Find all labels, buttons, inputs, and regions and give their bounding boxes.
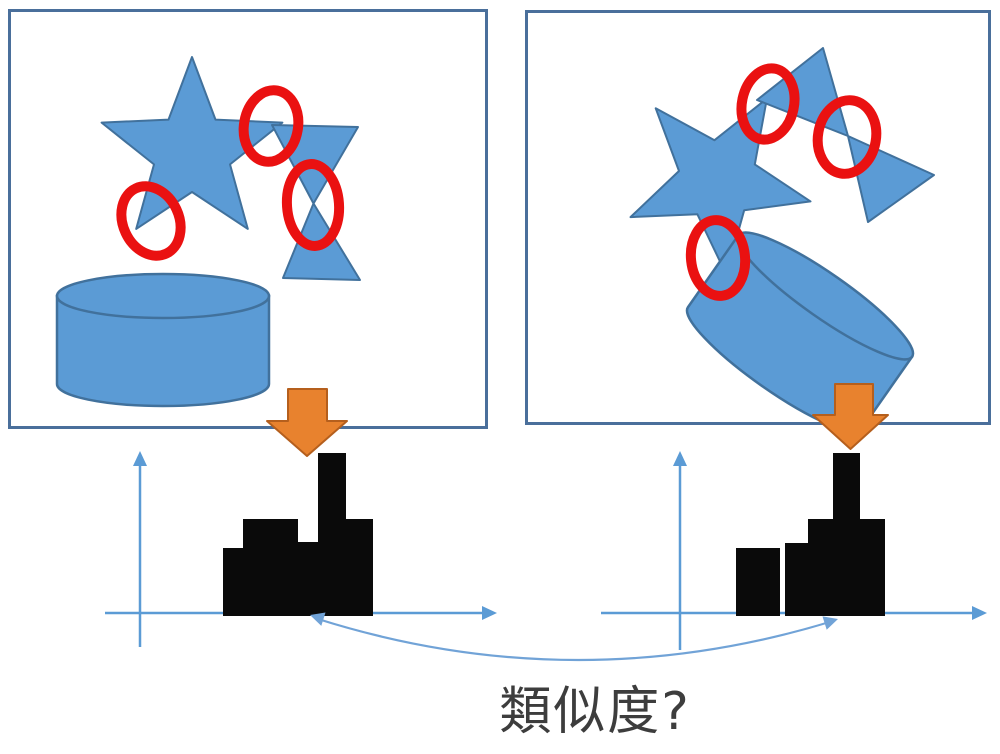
cylinder-icon: [55, 272, 271, 408]
keypoint-circle: [116, 181, 186, 261]
histogram-bar: [298, 542, 318, 616]
arc-arrowhead-right-icon: [822, 616, 838, 630]
star-icon: [629, 97, 812, 276]
histogram-bar: [318, 453, 346, 616]
keypoint-circle: [685, 215, 751, 301]
y-axis-arrowhead-icon: [133, 451, 147, 466]
panel-image-b: [525, 10, 991, 450]
histogram-a-bars: [223, 453, 373, 616]
histogram-bar: [346, 519, 373, 616]
histogram-bar: [808, 519, 833, 616]
histogram-bar: [833, 453, 860, 616]
similarity-label: 類似度?: [499, 682, 691, 742]
x-axis-arrowhead-icon: [482, 606, 497, 620]
panel-image-a: [8, 9, 488, 457]
star-icon: [100, 56, 284, 230]
keypoint-circle: [238, 85, 304, 167]
histogram-bar: [223, 548, 243, 616]
histogram-a: [105, 451, 497, 647]
y-axis-arrowhead-icon: [673, 451, 687, 466]
similarity-arc: [317, 617, 834, 662]
keypoint-circle: [812, 95, 882, 179]
keypoint-circle: [281, 159, 345, 251]
similarity-arrow: [310, 612, 838, 662]
down-arrow-icon: [266, 388, 348, 457]
histogram-bar: [243, 519, 298, 616]
histogram-bar: [785, 543, 808, 616]
histogram-bar: [736, 548, 780, 616]
down-arrow-icon: [812, 383, 889, 450]
keypoint-circle: [736, 63, 800, 145]
arc-arrowhead-left-icon: [310, 612, 326, 626]
histogram-b: [601, 451, 987, 650]
histogram-bar: [860, 519, 885, 616]
x-axis-arrowhead-icon: [972, 606, 987, 620]
histogram-b-bars: [736, 453, 885, 616]
